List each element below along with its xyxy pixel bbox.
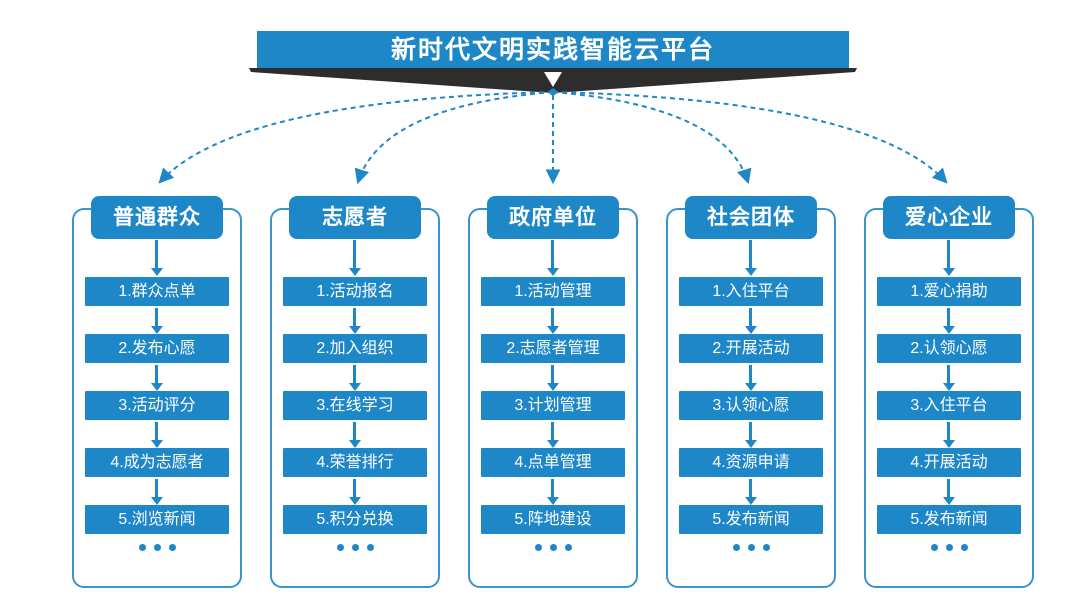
flow-arrow-icon (353, 240, 356, 268)
ellipsis-dot (549, 544, 557, 551)
flow-step: 1.爱心捐助 (877, 277, 1021, 306)
flow-step: 3.活动评分 (85, 391, 229, 420)
connector-to-column-2 (354, 91, 554, 185)
flow-arrow-icon (551, 240, 554, 268)
flow-arrow-icon (155, 308, 158, 326)
ellipsis-dot (564, 544, 572, 551)
flow-arrow-icon (551, 422, 554, 440)
flow-step: 5.积分兑换 (283, 505, 427, 534)
column-volunteers: 志愿者 1.活动报名 2.加入组织 3.在线学习 4.荣誉排行 5.积分兑换 (270, 196, 440, 588)
ellipsis-dot (138, 544, 146, 551)
flow-arrow-icon (155, 479, 158, 497)
flow-arrow-icon (551, 365, 554, 383)
connector-to-column-5 (552, 91, 948, 184)
flow-step: 5.发布新闻 (679, 505, 823, 534)
more-steps-ellipsis (668, 544, 834, 551)
connector-to-column-1 (158, 91, 554, 184)
ellipsis-dot (732, 544, 740, 551)
flow-arrow-icon (155, 365, 158, 383)
flow-step: 5.发布新闻 (877, 505, 1021, 534)
connector-to-column-4 (552, 91, 752, 185)
platform-title: 新时代文明实践智能云平台 (390, 36, 715, 64)
flow-step: 4.开展活动 (877, 448, 1021, 477)
flow-arrow-icon (551, 308, 554, 326)
flow-step: 4.荣誉排行 (283, 448, 427, 477)
ellipsis-dot (534, 544, 542, 551)
ellipsis-dot (153, 544, 161, 551)
down-arrow-icon (544, 72, 562, 87)
flow-step: 1.入住平台 (679, 277, 823, 306)
flow-step: 3.认领心愿 (679, 391, 823, 420)
flow-arrow-icon (155, 240, 158, 268)
flow-step: 4.资源申请 (679, 448, 823, 477)
flow-step: 2.发布心愿 (85, 334, 229, 363)
flow-arrow-icon (749, 308, 752, 326)
more-steps-ellipsis (272, 544, 438, 551)
banner-ribbon (249, 68, 857, 93)
flow-arrow-icon (749, 479, 752, 497)
flow-step: 1.群众点单 (85, 277, 229, 306)
flow-step: 2.开展活动 (679, 334, 823, 363)
ellipsis-dot (930, 544, 938, 551)
flow-step: 4.点单管理 (481, 448, 625, 477)
flow-step: 1.活动报名 (283, 277, 427, 306)
column-social-groups: 社会团体 1.入住平台 2.开展活动 3.认领心愿 4.资源申请 5.发布新闻 (666, 196, 836, 588)
flow-arrow-icon (551, 479, 554, 497)
flow-step: 3.入住平台 (877, 391, 1021, 420)
flow-step: 2.加入组织 (283, 334, 427, 363)
column-title: 普通群众 (91, 196, 223, 239)
flow-arrow-icon (353, 365, 356, 383)
column-government-units: 政府单位 1.活动管理 2.志愿者管理 3.计划管理 4.点单管理 5.阵地建设 (468, 196, 638, 588)
flow-arrow-icon (947, 365, 950, 383)
flow-step: 3.计划管理 (481, 391, 625, 420)
column-caring-enterprises: 爱心企业 1.爱心捐助 2.认领心愿 3.入住平台 4.开展活动 5.发布新闻 (864, 196, 1034, 588)
flow-arrow-icon (947, 422, 950, 440)
flow-arrow-icon (947, 479, 950, 497)
ellipsis-dot (168, 544, 176, 551)
ellipsis-dot (945, 544, 953, 551)
column-title: 政府单位 (487, 196, 619, 239)
more-steps-ellipsis (470, 544, 636, 551)
ellipsis-dot (747, 544, 755, 551)
fan-origin-dot (549, 88, 557, 96)
flow-arrow-icon (749, 365, 752, 383)
flow-arrow-icon (749, 240, 752, 268)
flow-arrow-icon (353, 479, 356, 497)
column-ordinary-public: 普通群众 1.群众点单 2.发布心愿 3.活动评分 4.成为志愿者 5.浏览新闻 (72, 196, 242, 588)
column-title: 志愿者 (289, 196, 421, 239)
flow-step: 2.认领心愿 (877, 334, 1021, 363)
flow-step: 5.阵地建设 (481, 505, 625, 534)
more-steps-ellipsis (866, 544, 1032, 551)
flow-arrow-icon (353, 308, 356, 326)
more-steps-ellipsis (74, 544, 240, 551)
ellipsis-dot (351, 544, 359, 551)
ellipsis-dot (336, 544, 344, 551)
column-title: 社会团体 (685, 196, 817, 239)
flow-step: 2.志愿者管理 (481, 334, 625, 363)
flow-step: 1.活动管理 (481, 277, 625, 306)
ellipsis-dot (762, 544, 770, 551)
flow-arrow-icon (947, 240, 950, 268)
flow-arrow-icon (353, 422, 356, 440)
ellipsis-dot (960, 544, 968, 551)
ellipsis-dot (366, 544, 374, 551)
flow-step: 3.在线学习 (283, 391, 427, 420)
flow-step: 5.浏览新闻 (85, 505, 229, 534)
platform-title-banner: 新时代文明实践智能云平台 (257, 31, 849, 68)
column-title: 爱心企业 (883, 196, 1015, 239)
flow-arrow-icon (155, 422, 158, 440)
flow-arrow-icon (749, 422, 752, 440)
flow-arrow-icon (947, 308, 950, 326)
flow-step: 4.成为志愿者 (85, 448, 229, 477)
